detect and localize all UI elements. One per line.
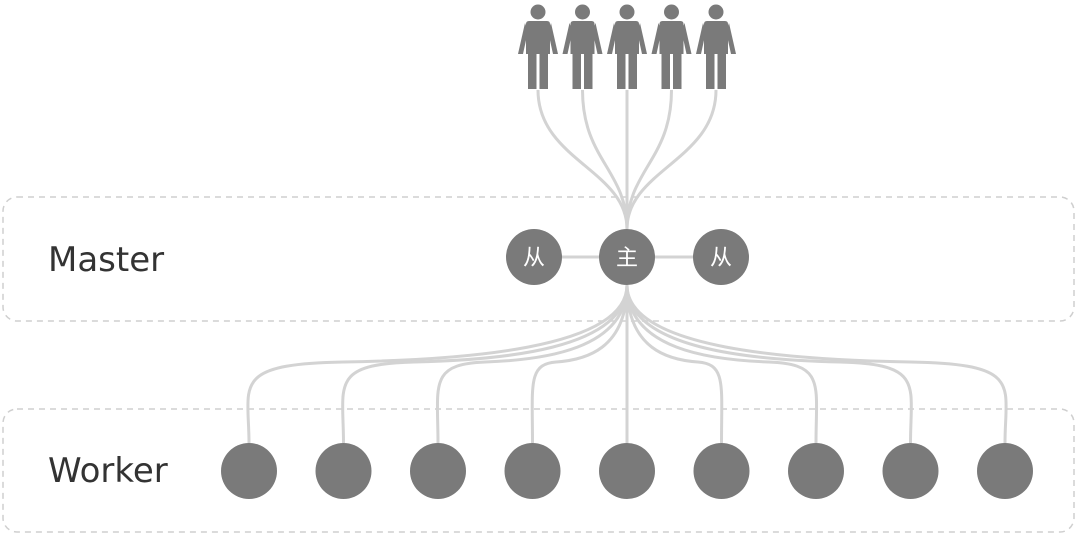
worker-node: [693, 443, 750, 499]
user-to-master-edges: [536, 89, 718, 230]
master-layer-box: [2, 196, 1075, 322]
user-icon: [696, 4, 736, 89]
replica-node-right: 从: [693, 229, 749, 285]
worker-edge: [625, 284, 1008, 444]
users-group: [518, 4, 736, 89]
user-edge: [625, 89, 718, 230]
worker-node: [410, 443, 466, 499]
user-edge: [581, 89, 629, 230]
user-icon: [518, 4, 558, 89]
worker-layer-box: [2, 408, 1075, 533]
worker-edge: [625, 284, 724, 444]
user-edge: [536, 89, 629, 230]
replica-right-label: 从: [710, 246, 732, 271]
worker-edge: [341, 284, 629, 444]
workers-group: [221, 443, 1033, 499]
worker-node: [882, 443, 939, 499]
worker-node: [599, 443, 655, 499]
worker-node: [504, 443, 561, 499]
worker-layer-label: Worker: [48, 451, 168, 491]
worker-edge: [530, 284, 629, 444]
user-icon: [562, 4, 603, 89]
replica-node-left: 从: [506, 229, 562, 285]
worker-node: [788, 443, 844, 499]
user-edge: [625, 89, 673, 230]
worker-node: [977, 443, 1033, 499]
user-icon: [607, 4, 647, 89]
primary-node: 主: [599, 229, 655, 285]
worker-edge: [625, 284, 913, 444]
master-layer-label: Master: [48, 240, 164, 280]
master-to-worker-edges: [246, 284, 1008, 444]
worker-edge: [435, 284, 629, 444]
primary-label: 主: [616, 246, 638, 271]
worker-node: [315, 443, 372, 499]
user-icon: [651, 4, 692, 89]
worker-node: [221, 443, 277, 499]
worker-edge: [246, 284, 629, 444]
worker-edge: [625, 284, 819, 444]
replica-left-label: 从: [523, 246, 545, 271]
